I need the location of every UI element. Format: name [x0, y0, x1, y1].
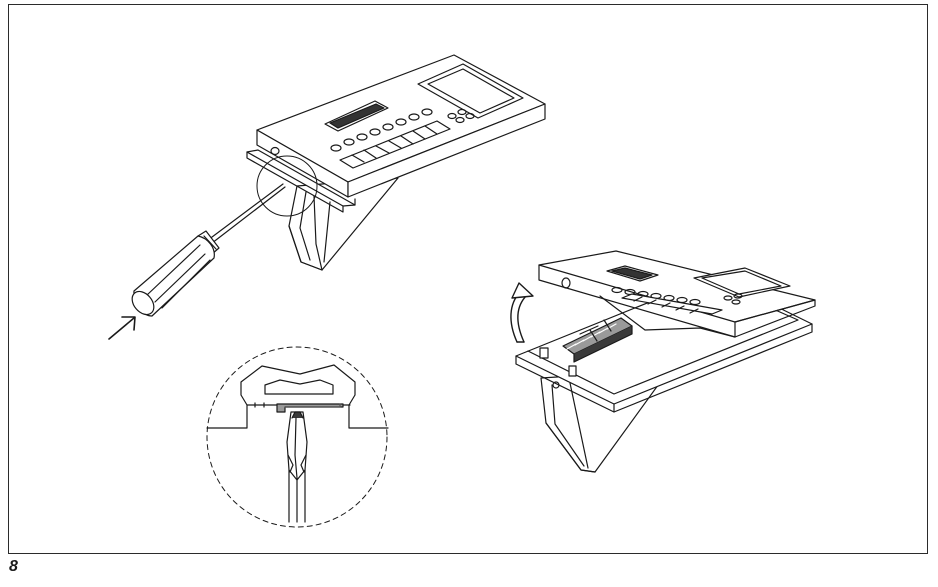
screw-hole [271, 148, 279, 155]
display-window [418, 64, 523, 118]
screwdriver [128, 184, 285, 319]
highlight-circle [257, 156, 317, 216]
terminal-block [563, 318, 632, 362]
front-panel-lifted [539, 251, 815, 337]
label-strip [340, 121, 450, 168]
nav-pad [448, 110, 474, 123]
figure-number: 8 [9, 558, 18, 575]
lift-arrow-icon [511, 283, 533, 342]
nav-pad [724, 294, 742, 304]
detail-magnifier [207, 347, 388, 527]
device-closed [247, 55, 545, 270]
wall-bracket [289, 178, 398, 270]
push-arrow-icon [109, 317, 135, 339]
device-open [516, 251, 815, 472]
screwdriver-tip [287, 412, 307, 522]
button-row [331, 109, 432, 151]
card-slot [325, 101, 388, 131]
figure-frame [8, 4, 928, 554]
front-panel [247, 55, 545, 216]
